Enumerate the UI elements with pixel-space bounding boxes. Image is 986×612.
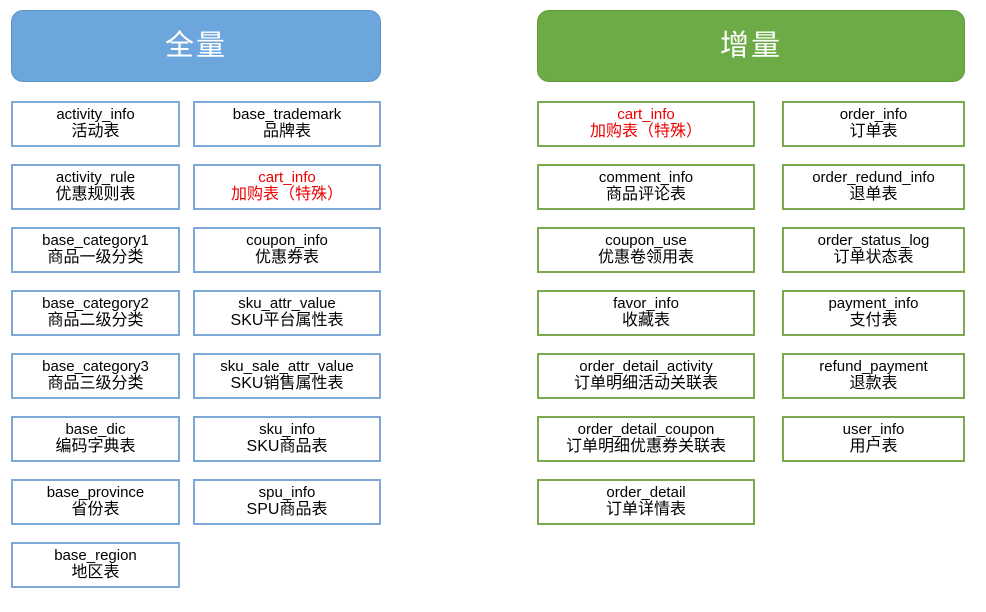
section-header-full-sync-label: 全量 (164, 29, 227, 62)
table-description: SKU销售属性表 (230, 375, 344, 393)
table-description: 订单状态表 (833, 249, 914, 267)
table-name: order_detail_activity (579, 357, 713, 375)
table-name: base_dic (65, 420, 126, 438)
table-name: activity_rule (55, 168, 136, 186)
table-name: favor_info (613, 294, 679, 312)
table-description: 优惠卷领用表 (597, 249, 694, 267)
table-description: 商品一级分类 (47, 249, 144, 267)
table-description: 品牌表 (262, 123, 311, 141)
table-name: base_trademark (232, 105, 342, 123)
table-name: sku_sale_attr_value (220, 357, 354, 375)
table-name: cart_info (617, 105, 675, 123)
table-description: 商品三级分类 (47, 375, 144, 393)
table-description: 加购表（特殊） (589, 123, 702, 141)
table-name: base_region (54, 546, 137, 564)
table-name: activity_info (56, 105, 135, 123)
table-name: comment_info (598, 168, 694, 186)
table-description: 订单明细活动关联表 (573, 375, 718, 393)
table-name: order_status_log (817, 231, 930, 249)
table-description: 省份表 (71, 501, 120, 519)
table-description: 支付表 (849, 312, 898, 330)
table-name: base_province (46, 483, 145, 501)
table-description: 编码字典表 (55, 438, 136, 456)
table-name: sku_info (259, 420, 315, 438)
table-description: 加购表（特殊） (230, 186, 343, 204)
section-header-incremental-sync-label: 增量 (719, 29, 782, 62)
table-name: order_info (839, 105, 908, 123)
table-description: SKU商品表 (246, 438, 328, 456)
table-description: 活动表 (71, 123, 120, 141)
section-header-incremental-sync: 增量 (537, 10, 965, 82)
table-description: 优惠规则表 (55, 186, 136, 204)
table-description: 订单详情表 (605, 501, 686, 519)
table-name: refund_payment (819, 357, 928, 375)
table-description: 用户表 (849, 438, 898, 456)
table-name: order_detail_coupon (577, 420, 715, 438)
table-description: 退单表 (849, 186, 898, 204)
table-name: order_redund_info (812, 168, 935, 186)
table-name: order_detail (606, 483, 686, 501)
table-description: SKU平台属性表 (230, 312, 344, 330)
table-name: base_category2 (42, 294, 149, 312)
table-description: 退款表 (849, 375, 898, 393)
table-name: cart_info (258, 168, 316, 186)
table-description: 商品二级分类 (47, 312, 144, 330)
table-description: SPU商品表 (246, 501, 328, 519)
table-description: 地区表 (71, 564, 120, 582)
table-name: payment_info (828, 294, 919, 312)
table-name: coupon_info (246, 231, 328, 249)
table-description: 订单明细优惠券关联表 (565, 438, 726, 456)
table-name: user_info (842, 420, 905, 438)
table-name: sku_attr_value (238, 294, 336, 312)
table-name: spu_info (258, 483, 316, 501)
table-name: base_category1 (42, 231, 149, 249)
table-description: 商品评论表 (605, 186, 686, 204)
table-description: 收藏表 (621, 312, 670, 330)
table-name: coupon_use (605, 231, 687, 249)
table-description: 订单表 (849, 123, 898, 141)
table-description: 优惠券表 (254, 249, 319, 267)
section-header-full-sync: 全量 (11, 10, 381, 82)
table-name: base_category3 (42, 357, 149, 375)
